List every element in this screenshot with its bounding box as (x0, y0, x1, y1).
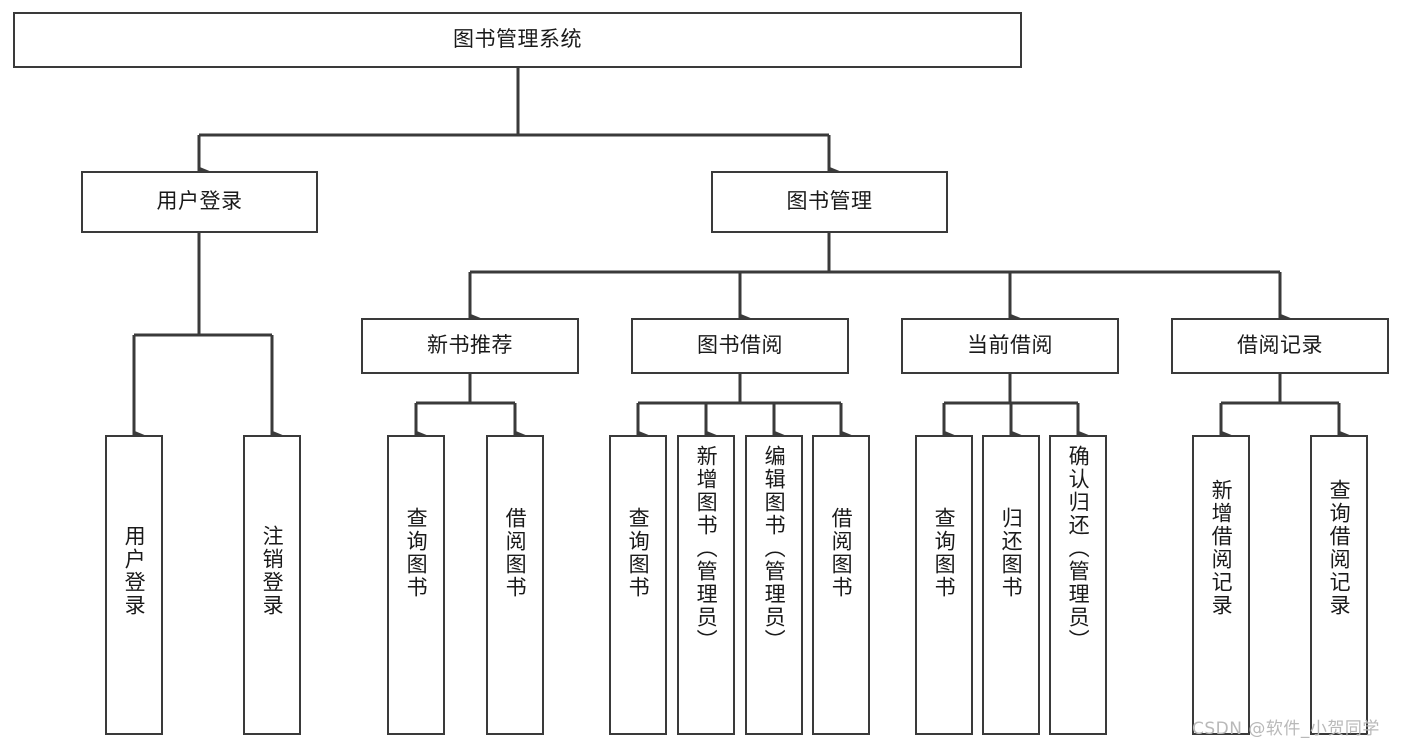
node-user-login[interactable]: 用户登录 (81, 171, 318, 233)
node-leaf-add-borrow-record-label: 新增借阅记录 (1209, 479, 1234, 617)
node-leaf-borrow-book[interactable]: 借阅图书 (812, 435, 870, 735)
node-leaf-query-book-borrow[interactable]: 查询图书 (609, 435, 667, 735)
node-leaf-add-book-admin-label: 新增图书（管理员） (694, 445, 719, 652)
node-leaf-logout-label: 注销登录 (260, 525, 285, 617)
node-leaf-add-book-admin[interactable]: 新增图书（管理员） (677, 435, 735, 735)
node-leaf-confirm-return-admin-label: 确认归还（管理员） (1066, 445, 1091, 652)
node-leaf-return-book-label: 归还图书 (999, 507, 1024, 599)
node-book-management-label: 图书管理 (786, 189, 873, 214)
node-leaf-edit-book-admin-label: 编辑图书（管理员） (762, 445, 787, 652)
node-leaf-logout[interactable]: 注销登录 (243, 435, 301, 735)
node-current-borrow-label: 当前借阅 (967, 333, 1053, 358)
node-current-borrow[interactable]: 当前借阅 (901, 318, 1119, 374)
node-book-management[interactable]: 图书管理 (711, 171, 948, 233)
node-leaf-query-borrow-record-label: 查询借阅记录 (1327, 479, 1352, 617)
node-root[interactable]: 图书管理系统 (13, 12, 1022, 68)
node-leaf-add-borrow-record[interactable]: 新增借阅记录 (1192, 435, 1250, 735)
node-leaf-query-book-borrow-label: 查询图书 (626, 507, 651, 599)
node-leaf-borrow-book-rec-label: 借阅图书 (503, 507, 528, 599)
node-leaf-return-book[interactable]: 归还图书 (982, 435, 1040, 735)
node-book-borrow-label: 图书借阅 (697, 333, 783, 358)
node-leaf-edit-book-admin[interactable]: 编辑图书（管理员） (745, 435, 803, 735)
node-new-book-recommend[interactable]: 新书推荐 (361, 318, 579, 374)
node-leaf-query-book-current-label: 查询图书 (932, 507, 957, 599)
node-leaf-user-login[interactable]: 用户登录 (105, 435, 163, 735)
node-leaf-query-book-rec-label: 查询图书 (404, 507, 429, 599)
node-borrow-record-label: 借阅记录 (1237, 333, 1323, 358)
node-leaf-confirm-return-admin[interactable]: 确认归还（管理员） (1049, 435, 1107, 735)
watermark: CSDN @软件_小贺同学 (1192, 719, 1380, 739)
node-book-borrow[interactable]: 图书借阅 (631, 318, 849, 374)
node-leaf-user-login-label: 用户登录 (122, 525, 147, 617)
node-leaf-query-book-rec[interactable]: 查询图书 (387, 435, 445, 735)
node-root-label: 图书管理系统 (453, 27, 582, 52)
node-user-login-label: 用户登录 (156, 189, 243, 214)
node-leaf-borrow-book-rec[interactable]: 借阅图书 (486, 435, 544, 735)
node-borrow-record[interactable]: 借阅记录 (1171, 318, 1389, 374)
node-leaf-query-book-current[interactable]: 查询图书 (915, 435, 973, 735)
node-leaf-query-borrow-record[interactable]: 查询借阅记录 (1310, 435, 1368, 735)
node-new-book-recommend-label: 新书推荐 (427, 333, 513, 358)
node-leaf-borrow-book-label: 借阅图书 (829, 507, 854, 599)
